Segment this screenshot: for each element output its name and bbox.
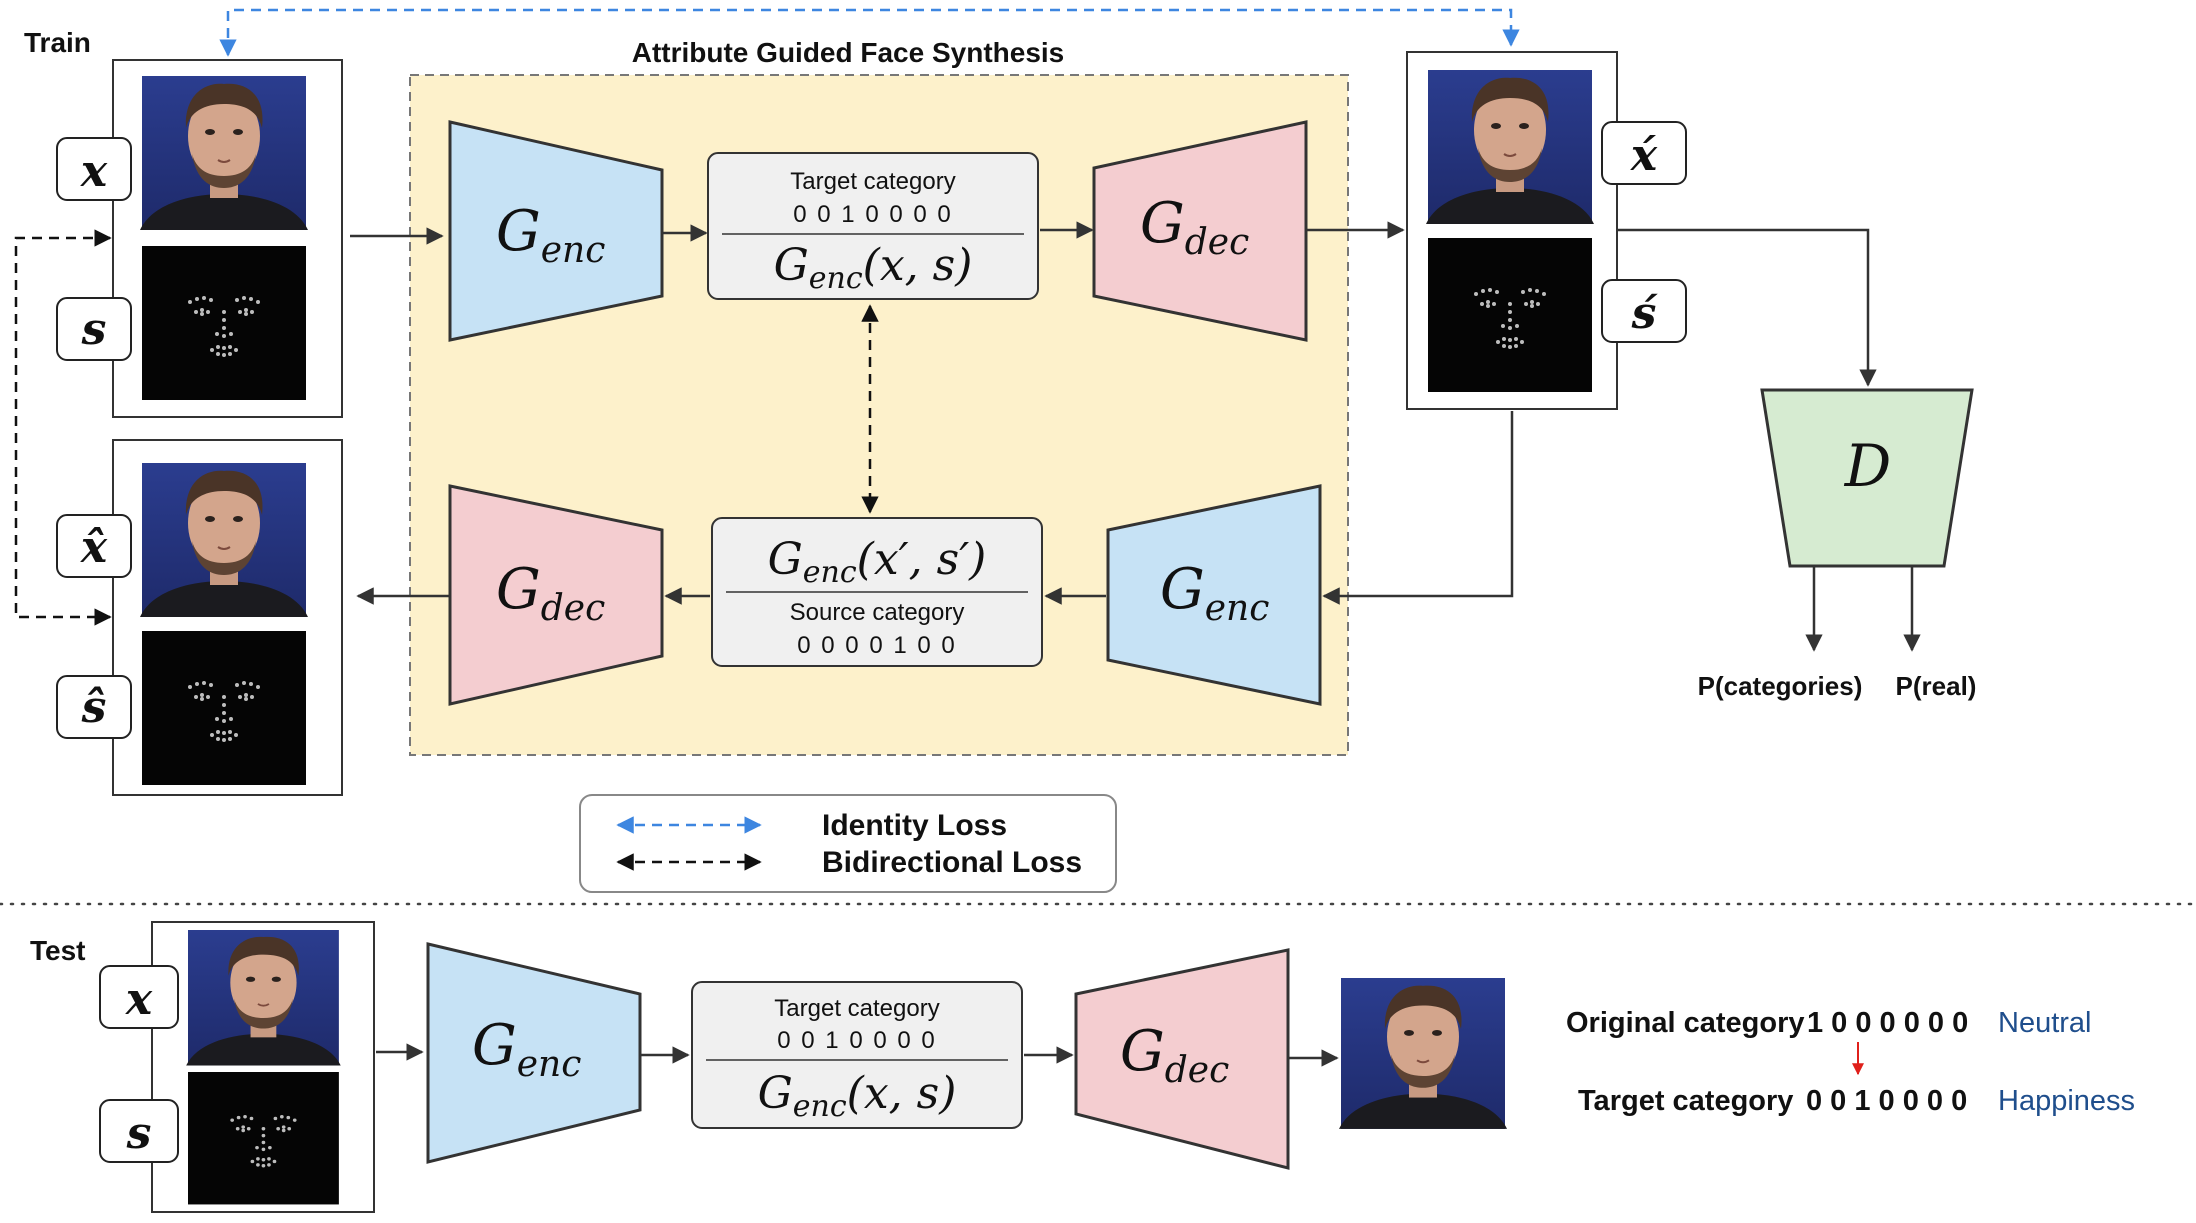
discriminator-label: D: [1844, 432, 1892, 500]
input-x-label: x: [80, 146, 108, 197]
input-x-box: [56, 137, 132, 201]
original-category-name: Neutral: [1998, 1007, 2092, 1039]
decoder-top: [1092, 120, 1308, 342]
latent-bottom-category-code: 0 0 0 0 1 0 0: [797, 632, 956, 659]
identity-loss-arrow: [219, 8, 1520, 57]
train-label: Train: [24, 27, 91, 58]
input-s-label: s: [81, 304, 107, 355]
test-label: Test: [30, 935, 86, 966]
test-s-label: s: [126, 1108, 152, 1159]
reconstructed-face-image: [139, 462, 309, 618]
target-category-name: Happiness: [1998, 1085, 2135, 1117]
test-latent-category-code: 0 0 1 0 0 0 0: [777, 1027, 936, 1054]
output-categories-label: P(categories): [1698, 671, 1863, 701]
latent-bottom-category-label: Source category: [790, 599, 965, 626]
s-prime-box: [1601, 279, 1687, 343]
test-x-box: [99, 965, 179, 1029]
input-landmark-image: [142, 246, 306, 400]
s-hat-label: ŝ: [81, 682, 107, 733]
target-category-code: 0 0 1 0 0 0 0: [1806, 1085, 1967, 1117]
latent-bottom-formula: Genc(x′, s′): [768, 534, 987, 590]
synthesized-face-image: [1425, 69, 1595, 225]
test-input-landmark-image: [188, 1072, 339, 1205]
bidirectional-loss-arrow-left: [14, 229, 112, 626]
test-output-face-image: [1338, 977, 1508, 1130]
test-decoder: [1074, 948, 1290, 1170]
latent-box-top: [707, 152, 1039, 300]
encoder-bottom-label: Genc: [1160, 557, 1269, 629]
test-latent-category-label: Target category: [774, 995, 939, 1022]
test-x-label: x: [125, 974, 153, 1025]
test-latent-box: [691, 981, 1023, 1129]
latent-top-formula: Genc(x, s): [774, 240, 973, 296]
original-category-code: 1 0 0 0 0 0 0: [1807, 1007, 1968, 1039]
output-real-label: P(real): [1896, 671, 1977, 701]
latent-top-category-code: 0 0 1 0 0 0 0: [793, 201, 952, 228]
decoder-bottom-label: Gdec: [496, 557, 605, 629]
encoder-bottom: [1106, 484, 1322, 706]
s-hat-box: [56, 675, 132, 739]
test-decoder-label: Gdec: [1120, 1019, 1229, 1091]
encoder-top-label: Genc: [496, 199, 605, 271]
target-category-label: Target category: [1578, 1085, 1793, 1117]
arrow-output-to-encoder: [1322, 411, 1514, 605]
test-encoder: [426, 942, 642, 1164]
encoder-top: [448, 120, 664, 342]
latent-top-category-label: Target category: [790, 168, 955, 195]
test-input-face-image: [185, 929, 342, 1067]
test-encoder-label: Genc: [472, 1013, 581, 1085]
x-prime-box: [1601, 121, 1687, 185]
input-s-box: [56, 297, 132, 361]
x-prime-label: x́: [1630, 130, 1658, 181]
reconstructed-landmark-image: [142, 631, 306, 785]
legend-bidirectional-label: Bidirectional Loss: [822, 846, 1082, 879]
synthesized-landmark-image: [1428, 238, 1592, 392]
decoder-top-label: Gdec: [1140, 191, 1249, 263]
x-hat-box: [56, 514, 132, 578]
s-prime-label: ś: [1631, 288, 1659, 339]
x-hat-label: x̂: [80, 522, 108, 573]
test-s-box: [99, 1099, 179, 1163]
test-latent-formula: Genc(x, s): [758, 1068, 957, 1124]
input-face-image: [139, 75, 309, 231]
synthesis-title: Attribute Guided Face Synthesis: [632, 37, 1065, 68]
original-category-label: Original category: [1566, 1007, 1805, 1039]
discriminator: [1760, 388, 1974, 568]
decoder-bottom: [448, 484, 664, 706]
legend-identity-label: Identity Loss: [822, 809, 1007, 842]
arrow-output-to-discriminator: [1617, 228, 1877, 387]
